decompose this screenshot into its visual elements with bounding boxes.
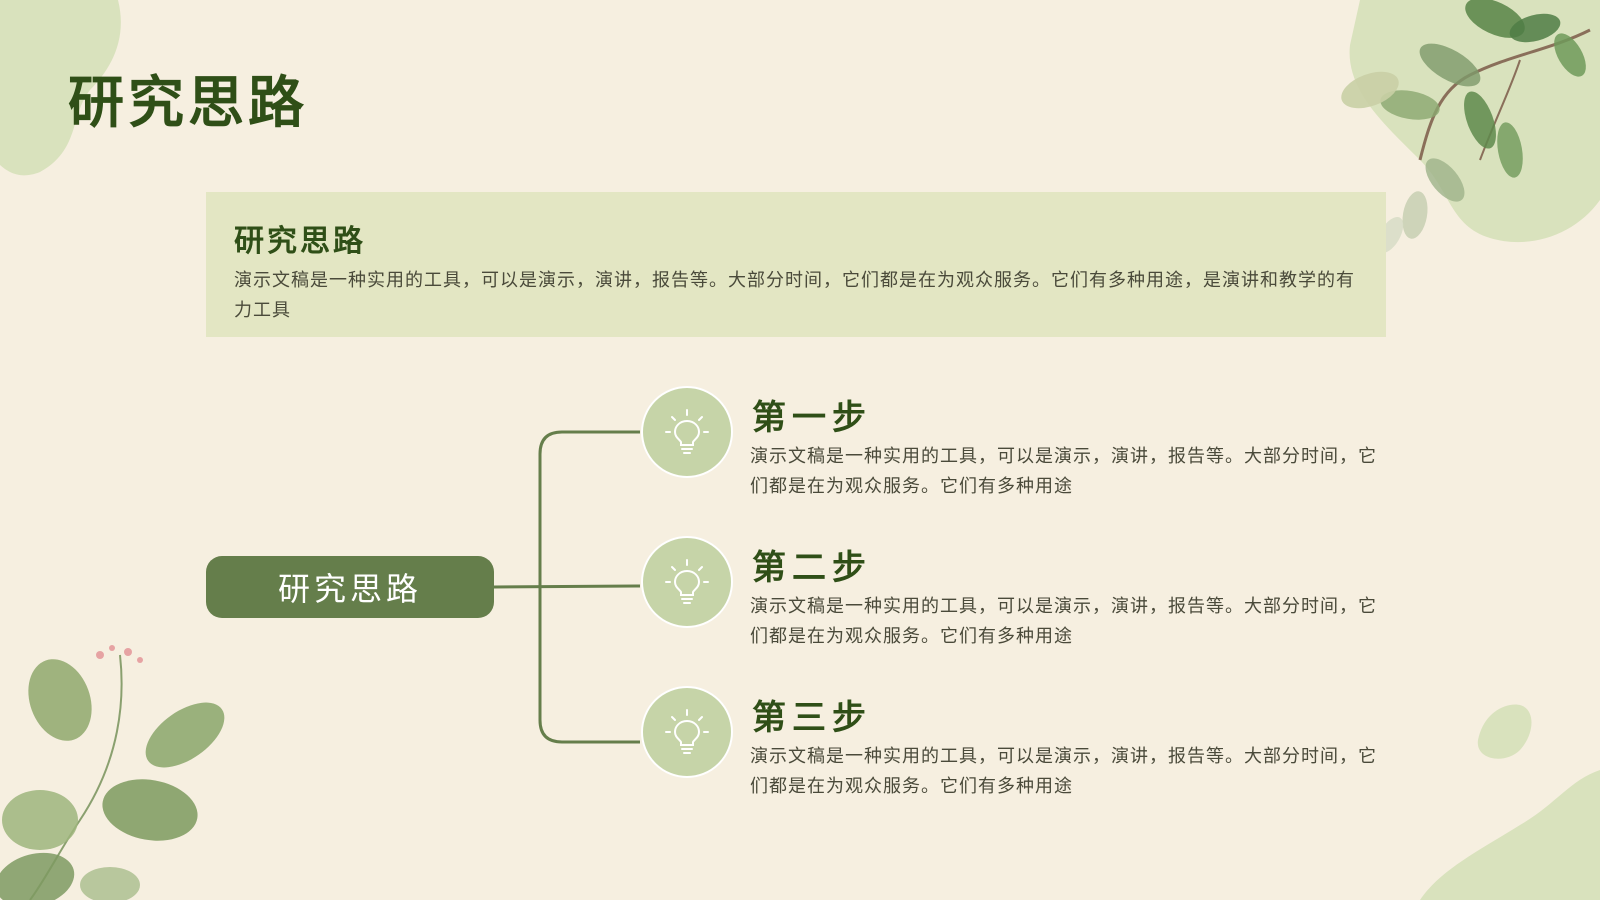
step-3-icon-circle bbox=[641, 686, 733, 778]
top-left-blob bbox=[0, 0, 121, 176]
step-3-title: 第三步 bbox=[752, 698, 872, 738]
step-1-icon-circle bbox=[641, 386, 733, 478]
leaf-branch-decoration bbox=[1341, 0, 1591, 254]
step-1-text: 演示文稿是一种实用的工具，可以是演示，演讲，报告等。大部分时间，它们都是在为观众… bbox=[750, 446, 1377, 497]
step-1-title: 第一步 bbox=[752, 398, 872, 438]
intro-heading: 研究思路 bbox=[234, 224, 366, 259]
step-2-title: 第二步 bbox=[752, 548, 872, 588]
lightbulb-icon bbox=[665, 559, 709, 604]
step-2-text: 演示文稿是一种实用的工具，可以是演示，演讲，报告等。大部分时间，它们都是在为观众… bbox=[750, 596, 1377, 647]
leaf-cluster-decoration bbox=[0, 645, 225, 900]
page-title: 研究思路 bbox=[68, 70, 308, 136]
bottom-right-blob bbox=[1420, 704, 1600, 900]
intro-text: 演示文稿是一种实用的工具，可以是演示，演讲，报告等。大部分时间，它们都是在为观众… bbox=[234, 270, 1355, 321]
step-3-text: 演示文稿是一种实用的工具，可以是演示，演讲，报告等。大部分时间，它们都是在为观众… bbox=[750, 746, 1377, 797]
center-node: 研究思路 bbox=[206, 556, 494, 618]
step-2-icon-circle bbox=[641, 536, 733, 628]
lightbulb-icon bbox=[665, 409, 709, 454]
lightbulb-icon bbox=[665, 709, 709, 754]
intro-box: 研究思路 演示文稿是一种实用的工具，可以是演示，演讲，报告等。大部分时间，它们都… bbox=[206, 192, 1386, 337]
